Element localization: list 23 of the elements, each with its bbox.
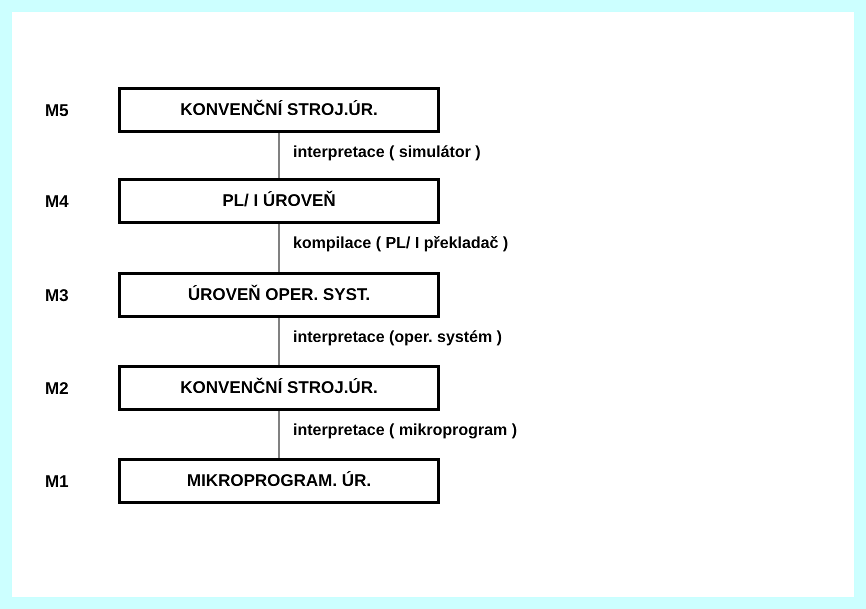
edge-label: interpretace (oper. systém ) bbox=[293, 330, 502, 346]
level-label: M3 bbox=[45, 287, 69, 304]
level-name: KONVENČNÍ STROJ.ÚR. bbox=[180, 376, 378, 400]
level-label: M5 bbox=[45, 102, 69, 119]
connector-line bbox=[278, 224, 280, 272]
edge-label: interpretace ( simulátor ) bbox=[293, 145, 481, 161]
level-name: PL/ I ÚROVEŇ bbox=[222, 190, 336, 212]
level-label: M2 bbox=[45, 380, 69, 397]
level-name: MIKROPROGRAM. ÚR. bbox=[186, 470, 372, 492]
connector-line bbox=[278, 410, 280, 458]
level-label: M4 bbox=[45, 193, 69, 210]
level-box bbox=[118, 458, 440, 504]
level-box bbox=[118, 365, 440, 411]
connector-line bbox=[278, 132, 280, 178]
level-label: M1 bbox=[45, 473, 69, 490]
level-box bbox=[118, 87, 440, 133]
edge-label: kompilace ( PL/ I překladač ) bbox=[293, 236, 508, 252]
edge-label: interpretace ( mikroprogram ) bbox=[293, 423, 518, 439]
connector-line bbox=[278, 318, 280, 366]
level-box bbox=[118, 178, 440, 224]
level-name: ÚROVEŇ OPER. SYST. bbox=[188, 284, 370, 306]
level-box bbox=[118, 272, 440, 318]
level-name: KONVENČNÍ STROJ.ÚR. bbox=[180, 98, 378, 122]
